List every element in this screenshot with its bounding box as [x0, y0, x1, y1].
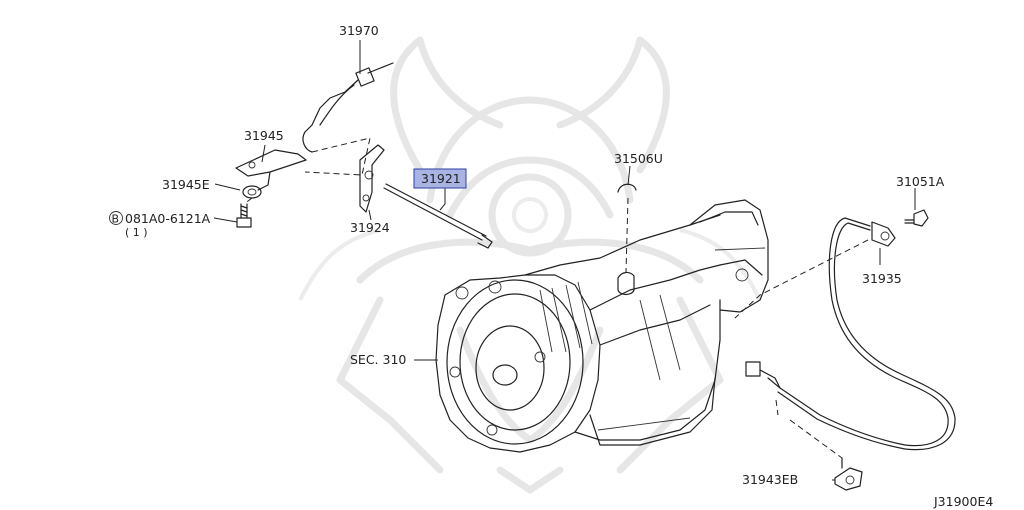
label-31945E[interactable]: 31945E	[162, 177, 210, 192]
qty-081A0-6121A: ( 1 )	[125, 226, 148, 239]
bolt-31051A[interactable]	[904, 209, 929, 227]
label-081A0-6121A-group[interactable]: B 081A0-6121A ( 1 )	[109, 211, 211, 239]
bolt-081A0-6121A[interactable]	[236, 203, 252, 228]
label-31921[interactable]: 31921	[421, 171, 461, 186]
label-31051A[interactable]: 31051A	[896, 174, 945, 189]
lever-31924[interactable]	[359, 144, 385, 213]
rod-31921[interactable]	[383, 183, 493, 249]
label-31943EB[interactable]: 31943EB	[742, 472, 798, 487]
highlight-box-31921	[413, 168, 467, 189]
transmission-assembly	[435, 199, 769, 453]
nut-31945E[interactable]	[242, 185, 262, 199]
diagram-code: J31900E4	[933, 494, 993, 509]
label-31924[interactable]: 31924	[350, 220, 390, 235]
bracket-31945[interactable]	[235, 149, 307, 191]
label-31945[interactable]: 31945	[244, 128, 284, 143]
label-31506U[interactable]: 31506U	[614, 151, 663, 166]
assembly-lines	[243, 137, 869, 459]
label-sec-310[interactable]: SEC. 310	[350, 352, 406, 367]
label-081A0-6121A: 081A0-6121A	[125, 211, 211, 226]
leader-lines	[213, 40, 916, 481]
cable-31970[interactable]	[302, 62, 394, 153]
bolt-circle-icon	[109, 211, 123, 225]
harness-31935[interactable]	[745, 217, 956, 451]
label-31970[interactable]: 31970	[339, 23, 379, 38]
part-31506U[interactable]	[617, 183, 637, 296]
watermark-logo	[298, 36, 762, 494]
bolt-prefix: B	[112, 213, 120, 226]
part-labels: 31970 31945 31945E B 081A0-6121A ( 1 ) 3…	[109, 23, 993, 509]
label-31935[interactable]: 31935	[862, 271, 902, 286]
clip-31943EB[interactable]	[834, 457, 863, 491]
